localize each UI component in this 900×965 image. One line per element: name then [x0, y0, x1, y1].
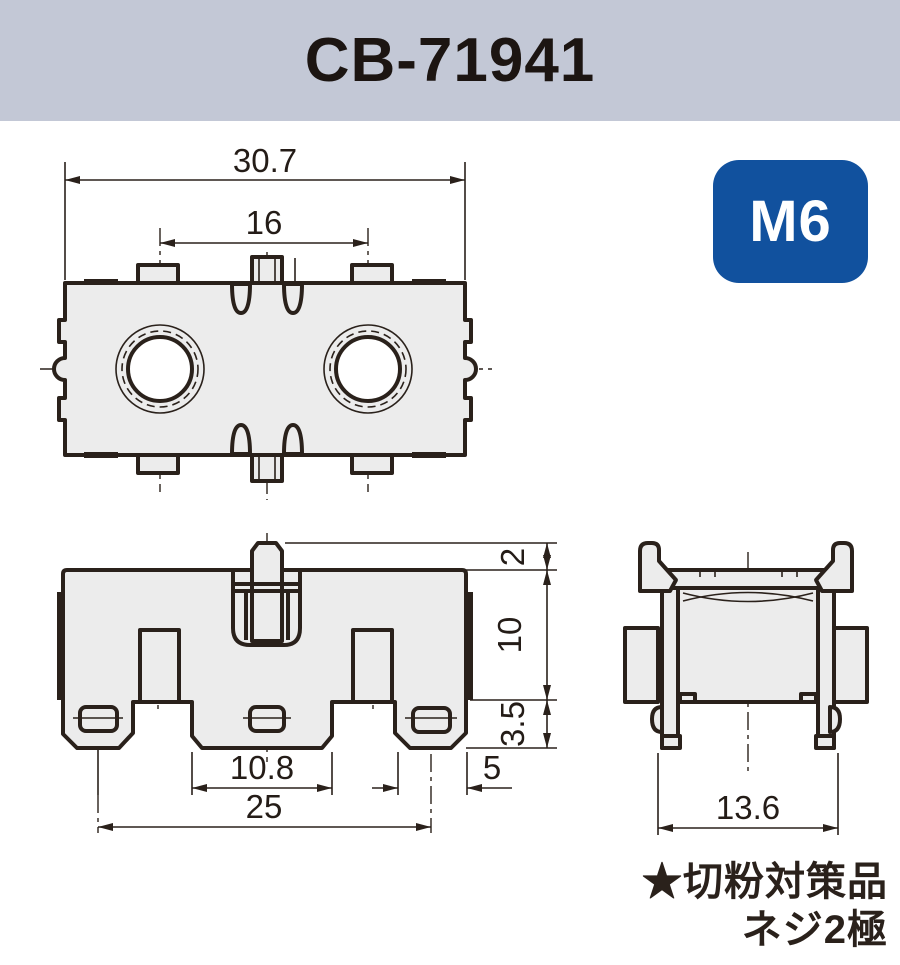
foot-hole: [248, 705, 286, 733]
dim-label-hole-pitch: 16: [246, 204, 283, 241]
screw-size-badge: M6: [713, 160, 868, 283]
note-chip-countermeasure: ★切粉対策品: [642, 860, 888, 904]
title-bar: CB-71941: [0, 0, 900, 121]
tab: [350, 453, 394, 475]
tab: [136, 453, 180, 475]
screw-size-label: M6: [749, 189, 832, 254]
bolt-end: [250, 255, 284, 285]
dim-label-foot-height: 3.5: [494, 701, 531, 747]
screw-hole: [323, 324, 413, 414]
product-notes: ★切粉対策品 ネジ2極: [642, 858, 888, 954]
dim-label-body-height: 10: [491, 617, 528, 654]
dim-label-notch-width: 10.8: [230, 749, 294, 786]
dim-label-pin-height: 2: [494, 548, 531, 566]
foot-hole: [78, 705, 119, 733]
side-view: 13.6: [623, 541, 869, 835]
dim-label-foot-width: 5: [483, 749, 501, 786]
dim-label-overall-depth: 13.6: [716, 789, 780, 826]
technical-drawing: 30.7 16 2 1: [40, 142, 869, 835]
terminal-post: [138, 628, 181, 704]
tab: [136, 263, 180, 285]
dim-label-overall-width: 30.7: [233, 142, 297, 179]
note-screw-poles: ネジ2極: [741, 908, 888, 952]
foot-hole: [411, 706, 452, 734]
side-tab: [832, 626, 869, 704]
dim-label-mount-pitch: 25: [246, 788, 283, 825]
screw-hole: [115, 324, 205, 414]
top-view: 30.7 16: [40, 142, 492, 500]
front-view: 2 10 3.5 10.8 25 5: [57, 533, 557, 833]
tab: [350, 263, 394, 285]
side-tab: [623, 626, 660, 704]
terminal-post: [351, 628, 394, 704]
page-title: CB-71941: [304, 26, 596, 95]
bolt-end: [250, 453, 284, 483]
